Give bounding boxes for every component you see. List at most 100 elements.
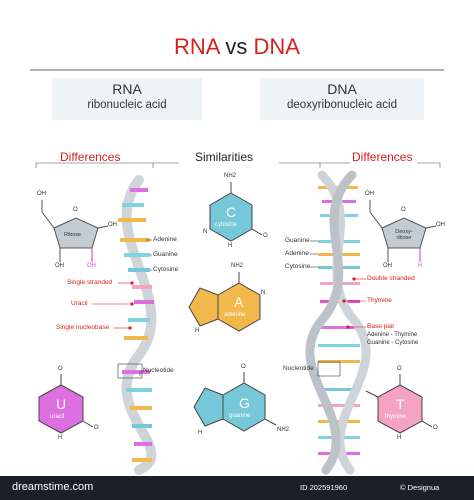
rna-base-uracil xyxy=(134,300,154,304)
dna-label-base-pair: Base pair xyxy=(367,323,395,330)
dna-rung xyxy=(318,344,360,347)
uracil-h: H xyxy=(58,435,63,441)
uracil-molecule xyxy=(38,374,94,434)
guanine-nh2: NH2 xyxy=(277,427,290,433)
ribose-o: O xyxy=(73,207,78,213)
guanine-five-ring xyxy=(193,387,224,427)
rna-base-uracil xyxy=(134,442,152,446)
uracil-letter: U xyxy=(56,396,67,412)
deoxyribose-bond xyxy=(369,211,383,229)
guanine-o: O xyxy=(241,364,246,370)
dna-label-nucleotide: Nucleotide xyxy=(283,365,314,372)
rna-label-adenine: Adenine xyxy=(153,236,177,243)
thymine-molecule xyxy=(365,374,433,434)
guanine-bond xyxy=(264,418,277,426)
rna-label-nucleotide: Nucleotide xyxy=(143,367,174,374)
dna-rung xyxy=(318,404,360,407)
footer-bar: dreamstime.com ID 202591960 © Designua xyxy=(0,476,474,500)
thymine-h: H xyxy=(397,435,402,441)
adenine-letter: A xyxy=(234,294,244,310)
dna-label-thymine: Thymine xyxy=(367,297,392,304)
deoxyribose-label: Deoxy-ribose xyxy=(395,229,413,241)
rna-base-adenine xyxy=(130,406,152,410)
dna-label-pair-gc: Guanine - Cytosine xyxy=(367,340,419,346)
dna-label-guanine: Guanine xyxy=(285,237,310,244)
deoxyribose-bond xyxy=(425,225,437,229)
section-differences-right: Differences xyxy=(352,150,413,164)
thymine-methyl-bond xyxy=(365,390,379,398)
dna-label-pair-at: Adenine - Thymine xyxy=(367,332,418,338)
dna-label-adenine: Adenine xyxy=(285,250,309,257)
thymine-o-right: O xyxy=(433,425,438,431)
rna-marker-dot xyxy=(130,281,134,285)
adenine-h: H xyxy=(195,328,200,334)
thymine-letter: T xyxy=(396,396,405,412)
footer-logo: dreamstime.com xyxy=(12,481,94,493)
uracil-name: uracil xyxy=(50,414,65,420)
dna-label-double-stranded: Double stranded xyxy=(367,275,415,282)
cytosine-n: N xyxy=(203,229,208,235)
cytosine-molecule xyxy=(209,182,263,242)
dna-strand-2 xyxy=(305,170,357,475)
cytosine-letter: C xyxy=(226,204,237,220)
title-rna: RNA xyxy=(174,34,220,59)
adenine-n: N xyxy=(261,290,266,296)
uracil-o-right: O xyxy=(94,425,99,431)
adenine-name: adenine xyxy=(224,312,246,318)
rna-label-cytosine: Cytosine xyxy=(153,266,179,273)
footer-image-id: ID 202591960 xyxy=(300,483,348,492)
dna-rung xyxy=(318,388,360,391)
rna-base-adenine xyxy=(124,336,148,340)
dna-header: DNA deoxyribonucleic acid xyxy=(260,78,424,120)
thymine-bond xyxy=(421,420,433,428)
uracil-bond xyxy=(82,420,94,428)
rna-base-uracil xyxy=(132,285,152,289)
deoxyribose-h-2prime: H xyxy=(418,263,423,269)
rna-leaders xyxy=(92,239,152,376)
deoxyribose-ring xyxy=(381,217,427,249)
rna-marker-dot xyxy=(128,326,132,330)
title-dna: DNA xyxy=(253,34,300,59)
rna-base-guanine xyxy=(122,203,144,207)
rna-base-uracil xyxy=(122,370,150,374)
title-vs: vs xyxy=(225,34,248,59)
dna-strand-1 xyxy=(317,170,371,475)
adenine-nh2: NH2 xyxy=(231,263,244,269)
rna-label-guanine: Guanine xyxy=(153,251,178,258)
ribose-molecule xyxy=(41,200,109,262)
thymine-o-top: O xyxy=(397,366,402,372)
dna-rung xyxy=(320,326,360,329)
rna-name: RNA xyxy=(112,81,142,97)
section-similarities: Similarities xyxy=(195,150,254,164)
ribose-oh-right: OH xyxy=(108,222,117,228)
ribose-bond xyxy=(97,225,109,229)
dna-rung xyxy=(318,360,360,363)
ribose-oh-2prime: OH xyxy=(87,263,96,269)
rna-base-adenine xyxy=(118,218,146,222)
adenine-five-ring xyxy=(188,287,219,327)
rna-base-guanine xyxy=(124,253,150,257)
rna-label-single-nucleobase: Single nucleobase xyxy=(56,324,110,331)
uracil-o-top: O xyxy=(58,366,63,372)
cytosine-h: H xyxy=(228,243,233,249)
dna-label-cytosine: Cytosine xyxy=(285,263,311,270)
deoxyribose-molecule xyxy=(369,200,437,262)
uracil-ring xyxy=(38,384,84,434)
rna-base-cytosine xyxy=(128,268,150,272)
page-title: RNA vs DNA xyxy=(0,34,474,60)
dna-name: DNA xyxy=(327,81,357,97)
dna-marker-dot xyxy=(352,277,356,281)
ribose-oh-top: OH xyxy=(37,191,46,197)
rna-base-guanine xyxy=(128,318,150,322)
section-differences-left: Differences xyxy=(60,150,121,164)
dna-leaders xyxy=(310,240,366,328)
rna-base-guanine xyxy=(126,388,152,392)
dna-marker-dot xyxy=(346,325,350,329)
cytosine-bond xyxy=(251,228,263,236)
rna-label-uracil: Uracil xyxy=(71,300,88,307)
rna-base-adenine xyxy=(120,238,150,242)
rna-base-adenine xyxy=(132,458,152,462)
ribose-ring xyxy=(53,217,99,249)
